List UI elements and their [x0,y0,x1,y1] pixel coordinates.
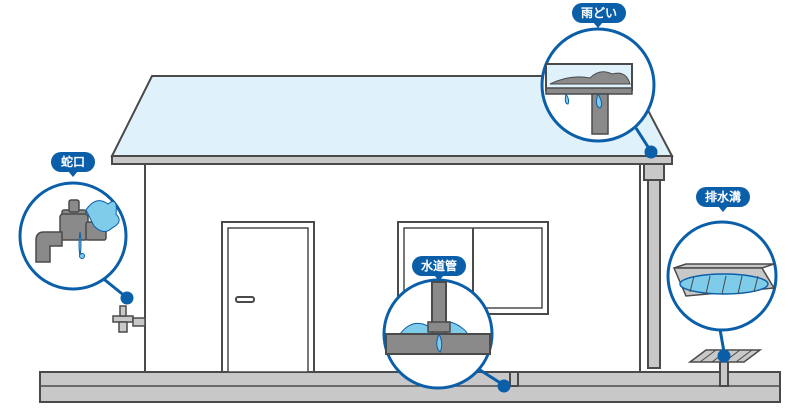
roof [110,75,674,165]
drain-grate-icon [672,263,776,297]
door-handle [235,296,255,303]
label-gutter: 雨どい [572,3,626,28]
callout-drain [666,220,778,332]
label-faucet-text: 蛇口 [61,154,85,169]
wall-faucet [112,305,146,333]
downspout [643,163,665,369]
callout-faucet [18,181,128,291]
callout-gutter [540,27,656,143]
label-faucet: 蛇口 [51,152,95,177]
label-drain-text: 排水溝 [705,189,741,204]
water-splash [78,200,120,259]
callout-connectors [99,127,731,393]
label-drain: 排水溝 [696,187,750,212]
water-drop-icon [564,92,603,109]
water-drop-icon [436,332,443,353]
label-water-pipe-text: 水道管 [421,258,457,273]
label-gutter-text: 雨どい [581,6,617,20]
callout-water-pipe [382,278,494,390]
door [221,221,315,373]
label-water-pipe: 水道管 [412,256,466,281]
gutter-icon [545,63,633,135]
